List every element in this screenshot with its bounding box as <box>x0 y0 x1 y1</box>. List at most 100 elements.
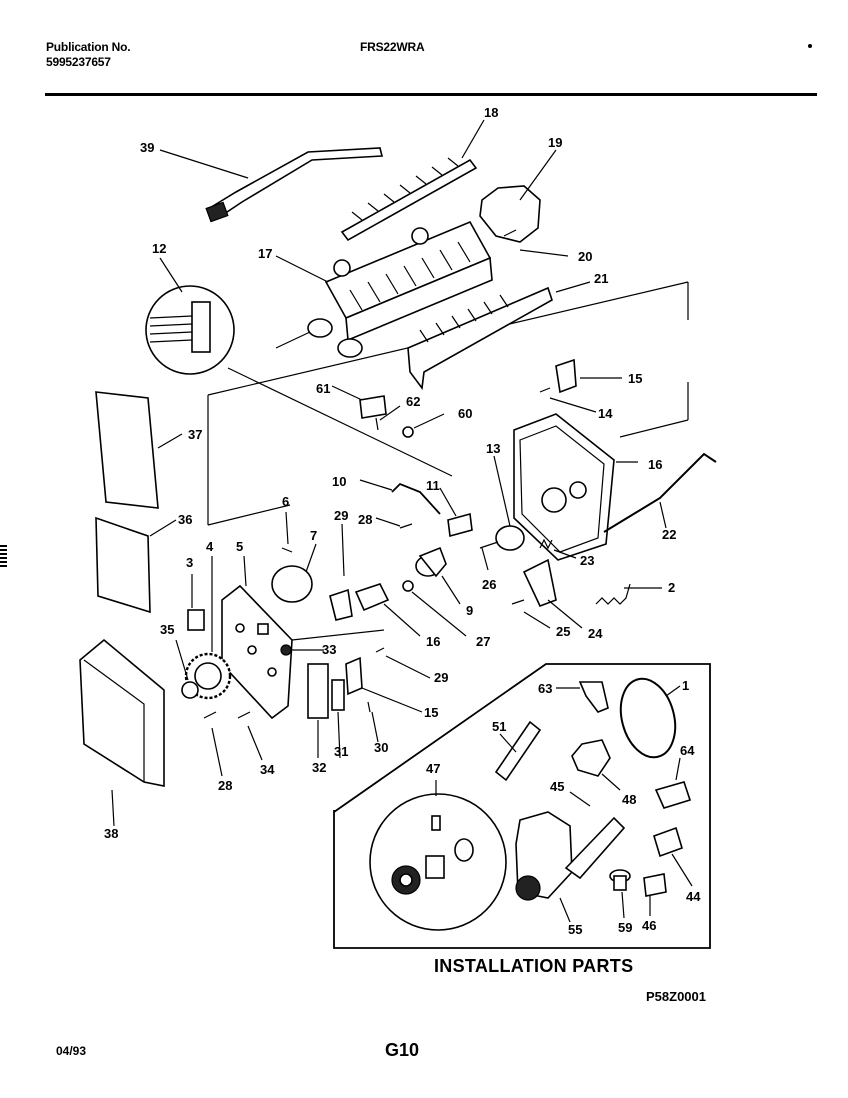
part-18-ejector <box>340 119 485 242</box>
label-9: 9 <box>466 603 473 618</box>
part-48-nut <box>571 739 621 791</box>
publication-label: Publication No. <box>46 40 131 54</box>
label-1: 1 <box>682 678 689 693</box>
label-20: 20 <box>578 249 592 264</box>
part-28-screw-upper <box>375 517 413 529</box>
label-23: 23 <box>580 553 594 568</box>
part-16-housing <box>513 413 638 561</box>
part-2-spring <box>595 583 662 605</box>
part-61-clip <box>331 385 387 419</box>
corner-mark <box>808 44 812 48</box>
label-34: 34 <box>260 762 275 777</box>
label-45: 45 <box>550 779 564 794</box>
part-60-washer <box>402 413 445 438</box>
label-15-lower: 15 <box>424 705 438 720</box>
label-19: 19 <box>548 135 562 150</box>
label-5: 5 <box>236 539 243 554</box>
page-number: G10 <box>385 1040 420 1060</box>
diagram-code: P58Z0001 <box>646 989 706 1004</box>
label-3: 3 <box>186 555 193 570</box>
part-32-switch <box>307 663 329 758</box>
part-28-screw-lower <box>203 711 223 777</box>
part-10-arm <box>359 479 441 515</box>
part-55-water-valve <box>515 811 626 923</box>
part-1-tubing <box>619 677 681 759</box>
label-11: 11 <box>426 478 440 493</box>
footer-date: 04/93 <box>56 1044 87 1058</box>
label-12: 12 <box>152 241 166 256</box>
part-4-gear <box>184 556 232 700</box>
part-3-label <box>187 574 205 631</box>
label-24: 24 <box>588 626 603 641</box>
part-13-motor <box>479 455 525 551</box>
label-28-upper: 28 <box>358 512 372 527</box>
label-10: 10 <box>332 474 346 489</box>
publication-number: 5995237657 <box>46 55 111 69</box>
part-number-labels: 18 39 19 12 17 20 21 15 14 61 62 60 37 1… <box>104 105 701 937</box>
label-22: 22 <box>662 527 676 542</box>
label-35: 35 <box>160 622 174 637</box>
part-35-cam <box>175 639 199 699</box>
part-21-shield <box>407 281 591 391</box>
label-39: 39 <box>140 140 154 155</box>
label-36: 36 <box>178 512 192 527</box>
label-7: 7 <box>310 528 317 543</box>
scan-edge-mark <box>0 545 7 567</box>
part-47-valve-detail <box>369 780 507 931</box>
label-17: 17 <box>258 246 272 261</box>
label-64: 64 <box>680 743 695 758</box>
part-27-screw <box>402 580 467 637</box>
label-18: 18 <box>484 105 498 120</box>
label-28-lower: 28 <box>218 778 232 793</box>
part-36-instructions <box>95 516 177 614</box>
part-62-screw <box>375 405 401 431</box>
part-9-gear-shaft <box>415 546 461 605</box>
label-29-lower: 29 <box>434 670 448 685</box>
part-44-clamp <box>653 826 693 887</box>
label-55: 55 <box>568 922 582 937</box>
installation-parts-caption: INSTALLATION PARTS <box>434 956 634 976</box>
part-17-ice-mold <box>275 220 493 358</box>
part-45-screw <box>569 791 591 807</box>
part-15-bracket-top <box>555 358 622 394</box>
part-26-screw <box>481 547 489 571</box>
installation-parts-frame <box>333 663 711 949</box>
label-38: 38 <box>104 826 118 841</box>
part-23-spring <box>539 538 577 559</box>
label-15-top: 15 <box>628 371 642 386</box>
label-60: 60 <box>458 406 472 421</box>
assembly-outline <box>207 281 689 526</box>
part-29-screw-lower <box>375 647 431 679</box>
part-39-shutoff-arm <box>159 147 384 223</box>
label-27: 27 <box>476 634 490 649</box>
part-51-tube <box>494 720 542 782</box>
part-19-cover <box>479 149 557 243</box>
part-22-wire <box>603 452 717 533</box>
part-31-switch <box>331 679 345 759</box>
header-rule <box>45 93 817 96</box>
part-11-lever <box>439 487 473 538</box>
label-2: 2 <box>668 580 675 595</box>
part-16-switch <box>329 583 421 637</box>
part-37-manual <box>95 391 183 509</box>
part-20-screw <box>503 229 569 257</box>
part-29-screw-upper <box>341 523 345 577</box>
label-51: 51 <box>492 719 506 734</box>
label-46: 46 <box>642 918 656 933</box>
label-59: 59 <box>618 920 632 935</box>
label-6: 6 <box>282 494 289 509</box>
part-6-screw <box>281 511 293 553</box>
label-21: 21 <box>594 271 608 286</box>
part-63-clamp <box>556 681 609 713</box>
label-25: 25 <box>556 624 570 639</box>
label-37: 37 <box>188 427 202 442</box>
label-63: 63 <box>538 681 552 696</box>
label-26: 26 <box>482 577 496 592</box>
label-29-upper: 29 <box>334 508 348 523</box>
part-34-screw <box>237 711 263 761</box>
part-14-screw <box>539 387 597 413</box>
label-47: 47 <box>426 761 440 776</box>
label-33: 33 <box>322 642 336 657</box>
label-48: 48 <box>622 792 636 807</box>
part-7-motor <box>271 543 317 603</box>
